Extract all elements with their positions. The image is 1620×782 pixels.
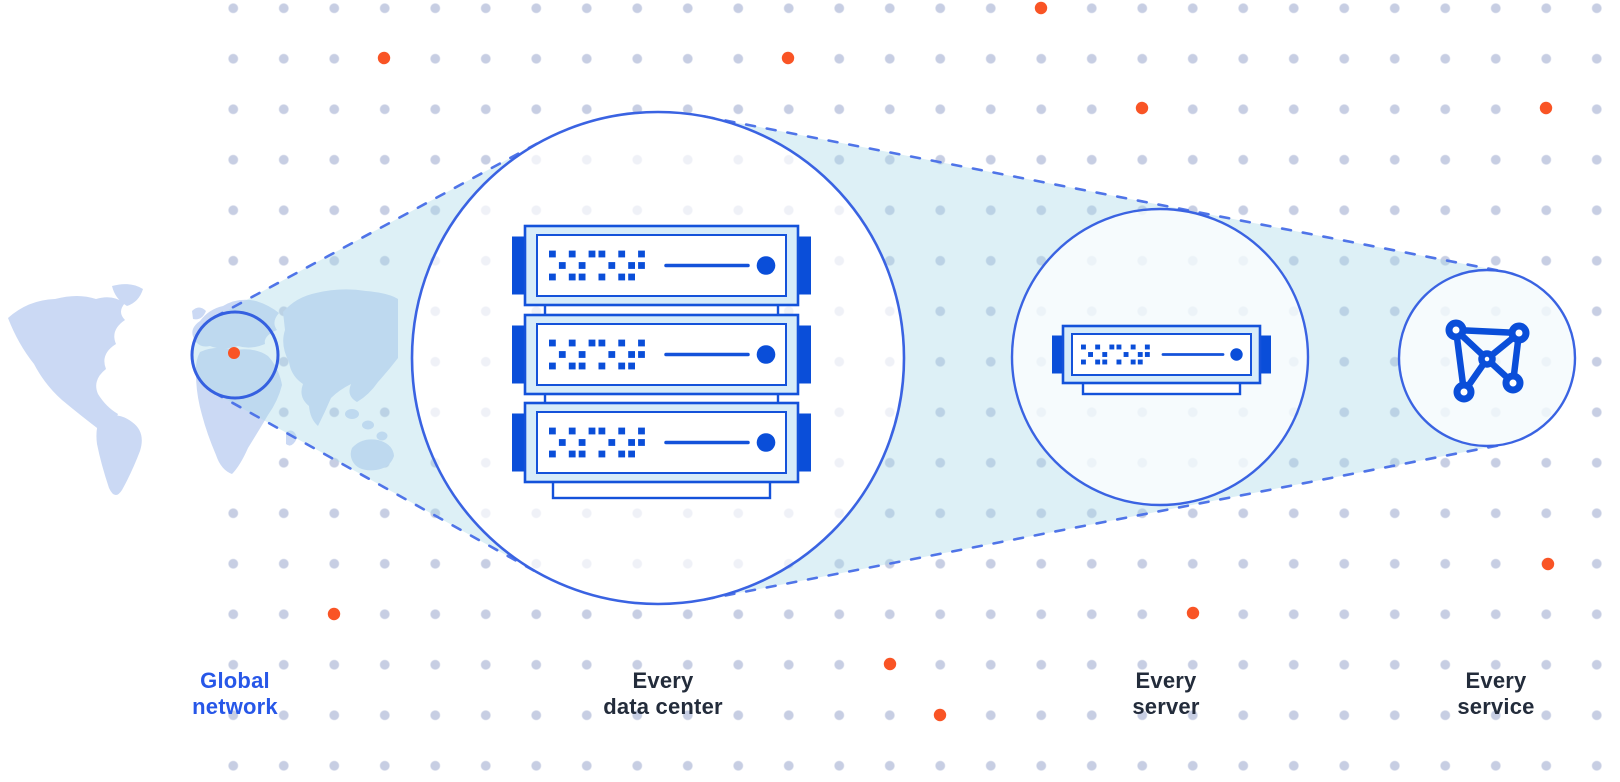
accent-dots (327, 1, 1555, 722)
map-location-dot (228, 347, 240, 359)
server-rack-icon (512, 224, 811, 500)
stage-label-every-service: Every service (1366, 668, 1620, 720)
label-line: data center (603, 694, 723, 719)
server-icon (1052, 324, 1271, 396)
label-line: Global (200, 668, 270, 693)
map-highlight-circle (190, 310, 280, 400)
stage-label-every-server: Every server (1036, 668, 1296, 720)
zoom-tangent-lines (212, 115, 1506, 601)
label-line: network (192, 694, 278, 719)
world-map-icon (8, 284, 398, 496)
label-line: Every (1135, 668, 1197, 693)
stage-label-every-data-center: Every data center (533, 668, 793, 720)
label-line: Every (1465, 668, 1527, 693)
label-line: service (1457, 694, 1535, 719)
label-line: server (1132, 694, 1200, 719)
service-mesh-icon (1445, 319, 1530, 403)
stage-label-global-network: Global network (105, 668, 365, 720)
label-line: Every (632, 668, 694, 693)
